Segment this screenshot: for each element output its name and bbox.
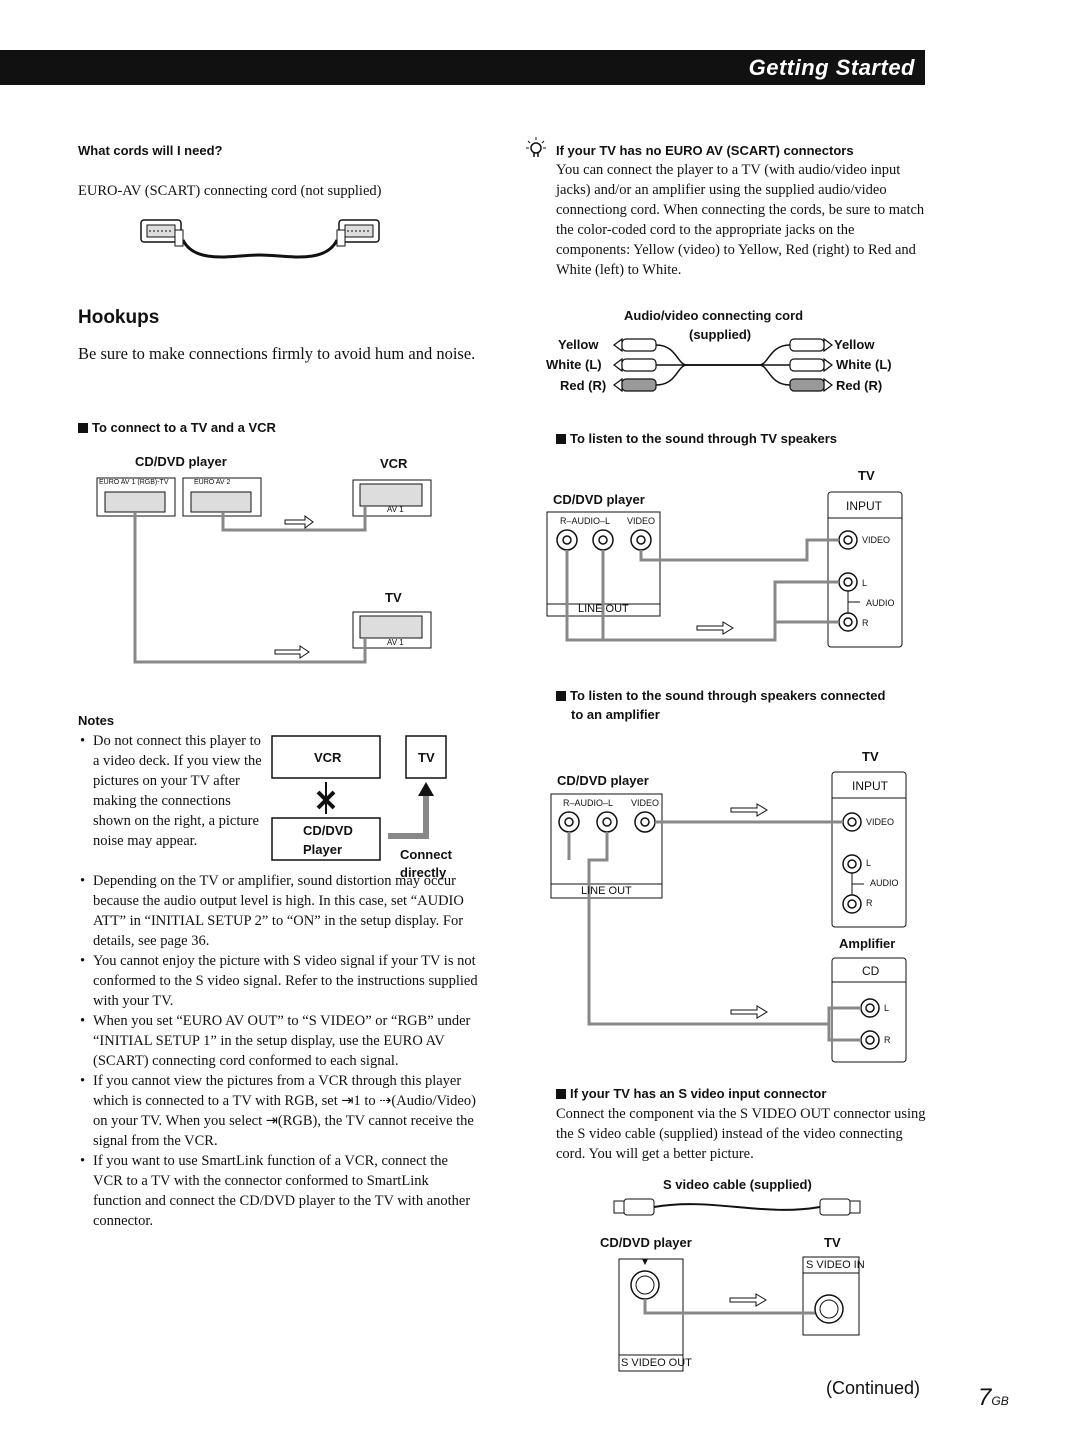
no-euro-heading: If your TV has no EURO AV (SCART) connec… xyxy=(556,143,854,158)
amp-tv-r: R xyxy=(866,898,873,908)
continued-label: (Continued) xyxy=(826,1378,921,1398)
svideo-text: Connect the component via the S VIDEO OU… xyxy=(556,1106,926,1162)
connect-label: Connect xyxy=(400,847,452,862)
amp-speakers-heading: To listen to the sound through speakers … xyxy=(556,686,885,724)
tv-speakers-input: INPUT xyxy=(846,499,882,513)
header-bar: Getting Started xyxy=(0,50,925,85)
no-vcr-diagram xyxy=(271,735,447,861)
cords-text: EURO-AV (SCART) connecting cord (not sup… xyxy=(78,183,382,199)
tv-speakers-tv-video: VIDEO xyxy=(862,535,891,545)
note-item: If you cannot view the pictures from a V… xyxy=(78,1071,478,1151)
tv-speakers-heading: To listen to the sound through TV speake… xyxy=(556,431,837,446)
no-euro-text: You can connect the player to a TV (with… xyxy=(556,162,925,278)
amp-tv-label: TV xyxy=(862,749,879,764)
amp-tv-input: INPUT xyxy=(852,779,888,793)
amp-l: L xyxy=(884,1003,890,1013)
amp-tv-l: L xyxy=(866,858,872,868)
tv-speakers-line-out: LINE OUT xyxy=(578,603,629,615)
bullet-square-icon xyxy=(556,1089,566,1099)
tv-label: TV xyxy=(385,590,402,605)
tv-speakers-tv-label: TV xyxy=(858,468,875,483)
cords-heading: What cords will I need? xyxy=(78,143,223,158)
tv-speakers-heading-text: To listen to the sound through TV speake… xyxy=(570,431,838,446)
svideo-diagram xyxy=(618,1256,860,1372)
tv-av1-label: AV 1 xyxy=(387,638,404,647)
cd-dvd-player-label: CD/DVD player xyxy=(135,454,227,469)
svideo-heading-text: If your TV has an S video input connecto… xyxy=(570,1086,827,1101)
tv-speakers-player-video: VIDEO xyxy=(627,516,656,526)
notes-cd-dvd-label: CD/DVD xyxy=(303,823,353,838)
svideo-cable-illustration xyxy=(613,1198,861,1216)
red-right-label: Red (R) xyxy=(836,378,883,393)
note-item: You cannot enjoy the picture with S vide… xyxy=(78,951,478,1011)
amp-heading-line1: To listen to the sound through speakers … xyxy=(570,688,886,703)
hookups-intro: Be sure to make connections firmly to av… xyxy=(78,344,476,363)
yellow-left-label: Yellow xyxy=(558,337,599,352)
page-suffix: GB xyxy=(991,1394,1009,1408)
amp-audio-jacks: R–AUDIO–L xyxy=(563,798,614,808)
av-cord-illustration xyxy=(613,337,833,393)
white-right-label: White (L) xyxy=(836,357,892,372)
amp-player-label: CD/DVD player xyxy=(557,773,649,788)
vcr-av1-label: AV 1 xyxy=(387,505,404,514)
notes-vcr-label: VCR xyxy=(314,750,342,765)
page-number: 7GB xyxy=(978,1384,1009,1412)
tv-speakers-audio-jacks: R–AUDIO–L xyxy=(560,516,611,526)
bullet-square-icon xyxy=(78,423,88,433)
page-number-value: 7 xyxy=(978,1384,992,1411)
directly-label: directly xyxy=(400,865,447,880)
amp-player-video: VIDEO xyxy=(631,798,660,808)
tv-vcr-heading-text: To connect to a TV and a VCR xyxy=(92,420,276,435)
notes-player-label: Player xyxy=(303,842,343,857)
note-item: When you set “EURO AV OUT” to “S VIDEO” … xyxy=(78,1011,478,1071)
bullet-square-icon xyxy=(556,434,566,444)
notes-heading: Notes xyxy=(78,713,115,728)
svideo-cable-label: S video cable (supplied) xyxy=(663,1177,812,1192)
svideo-tv-label: TV xyxy=(824,1235,841,1250)
hookups-heading: Hookups xyxy=(78,307,160,328)
euro-av2-label: EURO AV 2 xyxy=(194,479,231,486)
amp-heading-line2: to an amplifier xyxy=(571,707,660,722)
amp-speakers-diagram xyxy=(550,771,907,1063)
tv-speakers-player-label: CD/DVD player xyxy=(553,492,645,507)
tv-speakers-l: L xyxy=(862,578,868,588)
notes-list: Do not connect this player to a video de… xyxy=(78,731,478,1231)
vcr-label: VCR xyxy=(380,456,408,471)
amp-r: R xyxy=(884,1035,891,1045)
svideo-heading: If your TV has an S video input connecto… xyxy=(556,1086,826,1101)
note-item: Depending on the TV or amplifier, sound … xyxy=(78,871,478,951)
yellow-right-label: Yellow xyxy=(834,337,875,352)
tv-speakers-r: R xyxy=(862,618,869,628)
tv-speakers-diagram xyxy=(546,491,903,648)
s-video-out-label: S VIDEO OUT xyxy=(621,1357,692,1369)
red-left-label: Red (R) xyxy=(560,378,607,393)
tv-vcr-diagram xyxy=(96,477,432,664)
page-section-title: Getting Started xyxy=(748,55,915,80)
note-item: Do not connect this player to a video de… xyxy=(78,731,478,851)
amp-line-out: LINE OUT xyxy=(581,885,632,897)
svideo-player-label: CD/DVD player xyxy=(600,1235,692,1250)
av-cord-title: Audio/video connecting cord xyxy=(624,308,804,323)
amp-tv-video: VIDEO xyxy=(866,817,895,827)
white-left-label: White (L) xyxy=(546,357,602,372)
notes-tv-label: TV xyxy=(418,750,435,765)
note-item: If you want to use SmartLink function of… xyxy=(78,1151,478,1231)
tv-speakers-audio: AUDIO xyxy=(866,598,895,608)
s-video-in-label: S VIDEO IN xyxy=(806,1259,865,1271)
amplifier-label: Amplifier xyxy=(839,936,896,951)
av-cord-supplied: (supplied) xyxy=(689,327,752,342)
tv-vcr-heading: To connect to a TV and a VCR xyxy=(78,420,276,435)
euro-av1-label: EURO AV 1 (RGB)-TV xyxy=(99,479,169,486)
amp-cd-input: CD xyxy=(862,964,880,978)
bullet-square-icon xyxy=(556,691,566,701)
scart-cord-illustration xyxy=(140,219,380,259)
amp-tv-audio: AUDIO xyxy=(870,878,899,888)
hint-bulb-icon xyxy=(526,137,546,157)
